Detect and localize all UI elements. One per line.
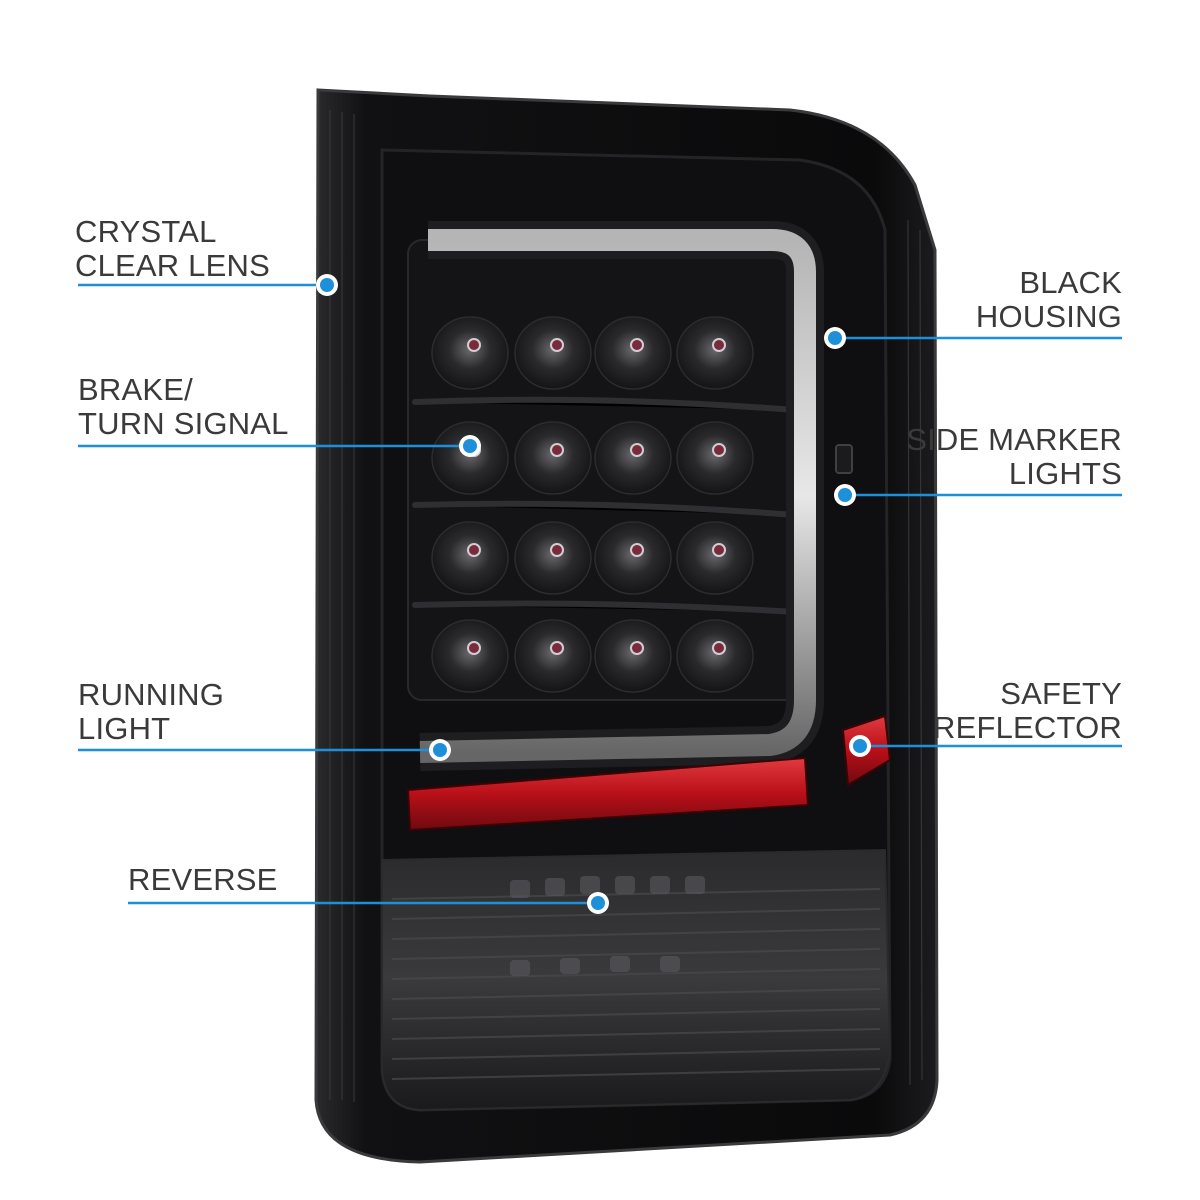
callout-text-line: BRAKE/ (78, 372, 193, 407)
callout-text-line: REFLECTOR (933, 710, 1122, 745)
reverse-lens-rib (391, 908, 881, 920)
led-reflector-cup (676, 316, 754, 390)
reverse-lens-rib (391, 1028, 881, 1040)
led-reflector-cup (431, 421, 509, 495)
side-marker-window (835, 444, 853, 474)
callout-text-line: HOUSING (975, 299, 1122, 334)
reverse-lens-rib (391, 1068, 881, 1080)
led-chip (630, 641, 644, 655)
led-chip (467, 338, 481, 352)
callout-text-line: LIGHT (78, 711, 171, 746)
callout-label-safety-reflector: SAFETY REFLECTOR (933, 677, 1122, 745)
callout-label-running-light: RUNNING LIGHT (78, 678, 224, 746)
callout-text-line: LIGHTS (1008, 456, 1122, 491)
reverse-lens-rib (391, 948, 881, 960)
reverse-lens-rib (391, 928, 881, 940)
callout-text-line: CRYSTAL (75, 214, 217, 249)
led-reflector-cup (514, 521, 592, 595)
led-reflector-cup (431, 619, 509, 693)
reverse-lens-rib (391, 1048, 881, 1060)
callout-lines (78, 274, 1122, 914)
led-reflector-cup (431, 521, 509, 595)
blue-dot-icon (853, 739, 867, 753)
led-chip (630, 543, 644, 557)
led-chip (630, 443, 644, 457)
led-row-dividers (412, 396, 798, 615)
led-reflector-cup (676, 421, 754, 495)
led-reflector-cup (431, 316, 509, 390)
callout-text-line: BLACK (1019, 265, 1122, 300)
led-reflector-cup (676, 521, 754, 595)
callout-text-line: TURN SIGNAL (78, 406, 289, 441)
reverse-lens-cells (510, 876, 705, 976)
led-chip (712, 338, 726, 352)
led-reflector-cup (594, 421, 672, 495)
blue-dot-icon (591, 896, 605, 910)
led-chip (550, 543, 564, 557)
led-chip (467, 543, 481, 557)
led-reflector-cup (514, 316, 592, 390)
led-chip (550, 338, 564, 352)
blue-dot-icon (320, 278, 334, 292)
blue-dot-icon (463, 439, 477, 453)
callout-text-line: SIDE MARKER (906, 422, 1122, 457)
led-chip (712, 641, 726, 655)
led-reflector-cup (514, 619, 592, 693)
led-grid (431, 316, 754, 693)
housing-edge-ribs (329, 110, 923, 1102)
main-reflector (406, 756, 810, 832)
running-light-bar-glow (419, 229, 816, 763)
led-reflector-cup (594, 521, 672, 595)
led-reflector-cup (594, 619, 672, 693)
led-reflector-cup (676, 619, 754, 693)
reverse-lens-rib (391, 988, 881, 1000)
reverse-lens-rib (391, 888, 881, 900)
led-chip (712, 543, 726, 557)
led-chip (712, 443, 726, 457)
led-reflector-cup (594, 316, 672, 390)
callout-text-line: SAFETY (1000, 676, 1122, 711)
reverse-lens-ribs (391, 888, 881, 1080)
led-chip (630, 338, 644, 352)
led-chip (550, 443, 564, 457)
callout-text-line: RUNNING (78, 677, 225, 712)
callout-label-crystal-clear-lens: CRYSTAL CLEAR LENS (75, 215, 270, 283)
reverse-lens-rib (391, 1008, 881, 1020)
callout-text-line: CLEAR LENS (75, 248, 270, 283)
callout-text-line: REVERSE (128, 862, 278, 897)
led-chip (550, 641, 564, 655)
callout-label-reverse: REVERSE (128, 863, 278, 897)
blue-dot-icon (433, 743, 447, 757)
led-chip (467, 641, 481, 655)
reverse-lens-rib (391, 968, 881, 980)
reverse-lens (381, 848, 892, 1112)
callout-label-side-marker-lights: SIDE MARKER LIGHTS (906, 423, 1122, 491)
blue-dot-icon (828, 331, 842, 345)
callout-label-black-housing: BLACK HOUSING (976, 266, 1122, 334)
callout-label-brake-turn-signal: BRAKE/ TURN SIGNAL (78, 373, 289, 441)
led-reflector-cup (514, 421, 592, 495)
blue-dot-icon (838, 488, 852, 502)
